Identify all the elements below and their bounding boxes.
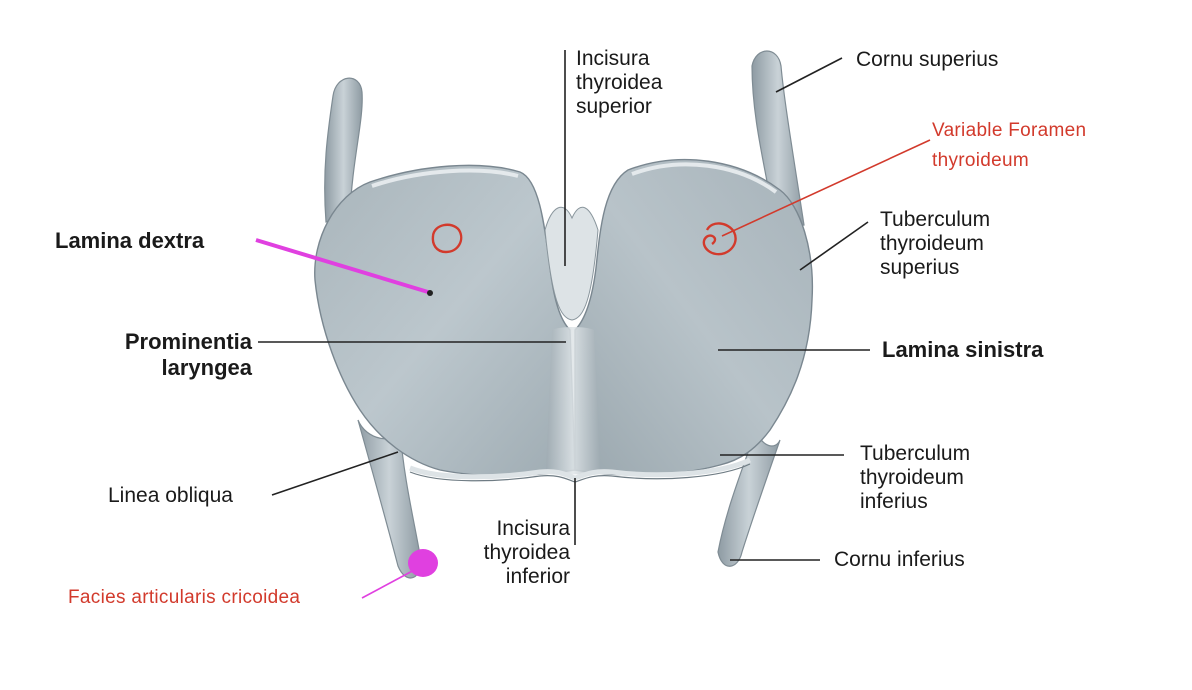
- label-incisura-superior: Incisura thyroidea superior: [576, 47, 663, 118]
- leader-facies-articularis: [361, 567, 419, 599]
- label-linea-obliqua: Linea obliqua: [108, 484, 233, 507]
- label-variable-foramen: Variable Foramen thyroideum: [932, 120, 1087, 171]
- lamina-sinistra-shape: [574, 158, 814, 476]
- left-inferior-horn: [717, 428, 781, 567]
- label-cornu-inferius: Cornu inferius: [834, 548, 965, 571]
- label-cornu-superius: Cornu superius: [856, 48, 999, 71]
- left-superior-horn: [751, 50, 805, 231]
- label-lamina-dextra: Lamina dextra: [55, 228, 205, 253]
- foramen-circle-right: [431, 223, 463, 254]
- label-facies-articularis: Facies articularis cricoidea: [68, 587, 301, 608]
- foramen-circle-left: [702, 222, 737, 256]
- label-incisura-inferior: Incisura thyroidea inferior: [483, 517, 570, 588]
- facies-articularis-marker: [408, 549, 438, 577]
- right-superior-horn: [324, 77, 363, 223]
- leader-cornu-superius: [775, 57, 843, 93]
- label-prominentia: Prominentia laryngea: [124, 329, 252, 380]
- superior-notch: [544, 206, 599, 321]
- leader-variable-foramen: [721, 139, 931, 237]
- leader-tuberculum-superius: [799, 221, 869, 271]
- prominence-ridge: [546, 327, 600, 475]
- leader-lamina-dextra: [255, 238, 429, 294]
- leader-linea-obliqua: [271, 451, 399, 496]
- label-tuberculum-inferius: Tuberculum thyroideum inferius: [860, 442, 971, 513]
- label-lamina-sinistra: Lamina sinistra: [882, 337, 1044, 362]
- lamina-dextra-shape: [314, 164, 576, 477]
- label-tuberculum-superius: Tuberculum thyroideum superius: [880, 208, 991, 279]
